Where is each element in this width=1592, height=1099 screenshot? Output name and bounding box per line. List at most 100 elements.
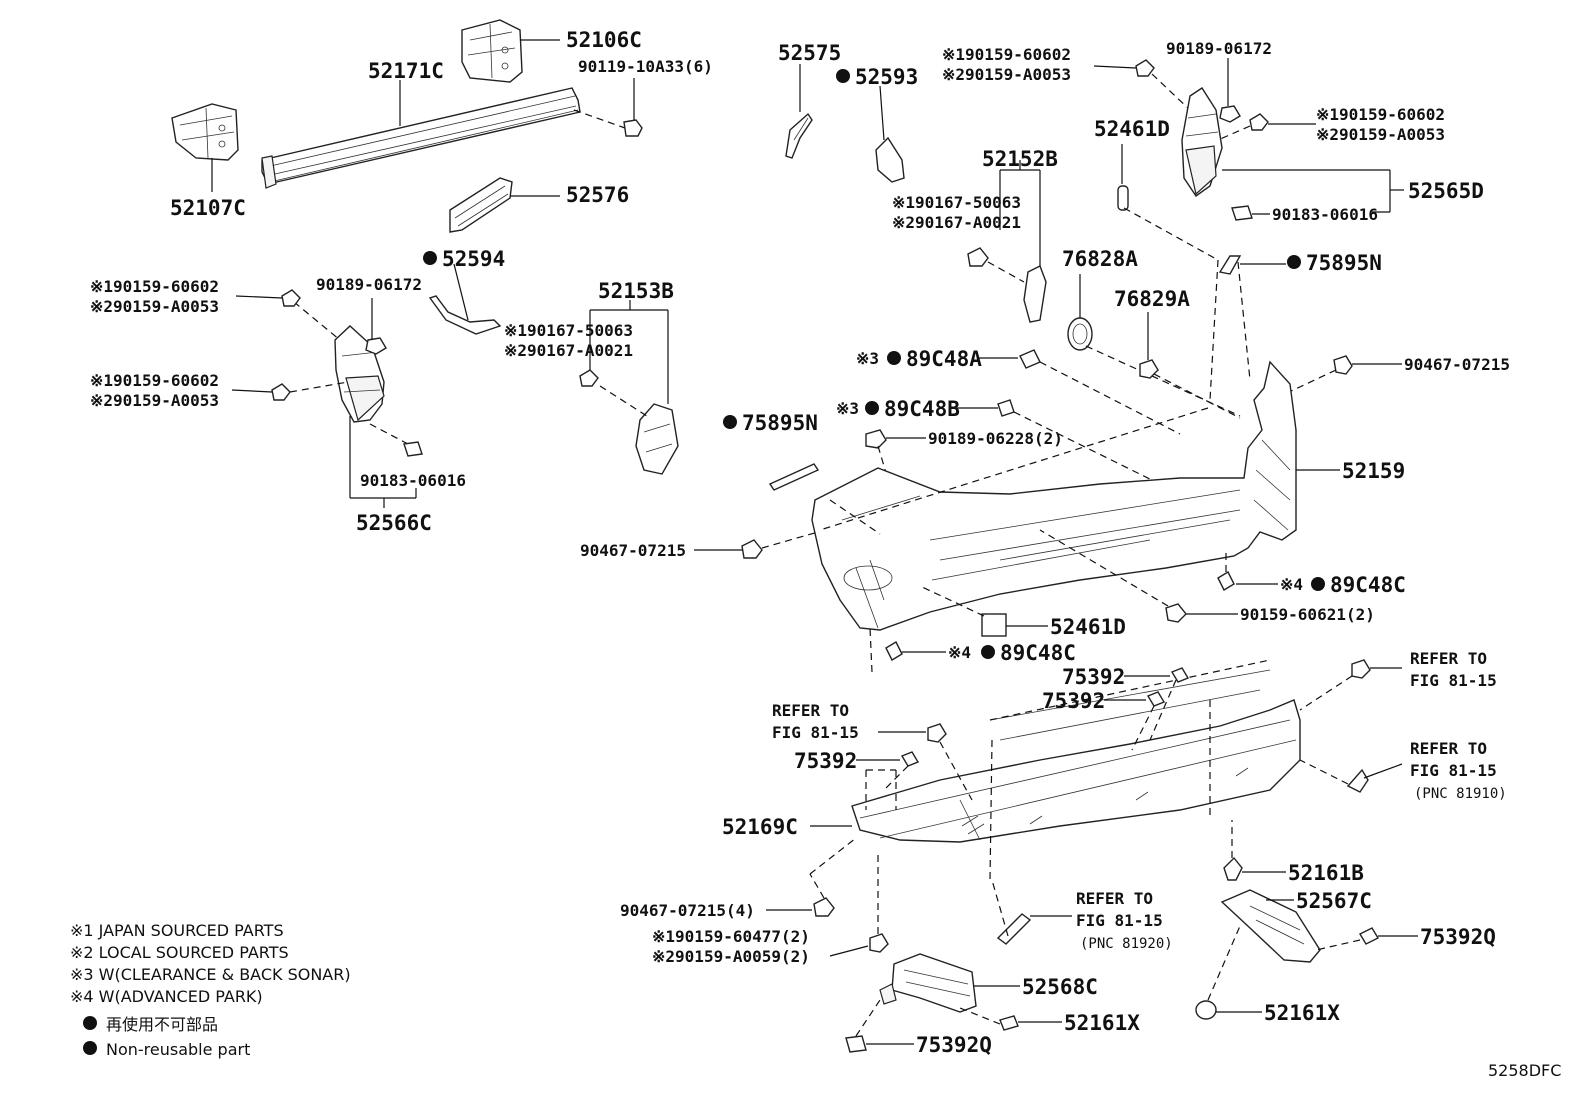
note-3: ※3 W(CLEARANCE & BACK SONAR) xyxy=(70,965,351,984)
label-89C48C-left: 89C48C xyxy=(1000,641,1076,665)
label-s152a: ※190167-50063 xyxy=(892,193,1021,212)
bolt-refer-1 xyxy=(878,723,973,801)
bolt-90119 xyxy=(573,78,643,137)
part-89C48C-right xyxy=(1217,548,1278,591)
refer-4-line2: FIG 81-15 xyxy=(1076,911,1163,930)
part-refer-4 xyxy=(991,879,1072,945)
part-52171C xyxy=(261,80,581,189)
part-52594 xyxy=(428,263,502,335)
part-76828A xyxy=(1067,274,1241,417)
label-52575: 52575 xyxy=(778,41,841,65)
label-rj2b: ※290159-A0053 xyxy=(1316,125,1445,144)
note-4: ※4 W(ADVANCED PARK) xyxy=(70,987,263,1006)
nut-90189-left xyxy=(365,298,387,355)
nonreusable-legend-dot-2 xyxy=(83,1041,97,1055)
label-90467-right: 90467-07215 xyxy=(1404,355,1510,374)
refer-1-line2: FIG 81-15 xyxy=(772,723,859,742)
part-52107C xyxy=(171,103,239,192)
part-52593 xyxy=(875,85,905,183)
refer-2-line1: REFER TO xyxy=(1410,649,1487,668)
label-90467-left: 90467-07215 xyxy=(580,541,686,560)
label-s152b: ※290167-A0021 xyxy=(892,213,1021,232)
legend-notes: ※1 JAPAN SOURCED PARTS ※2 LOCAL SOURCED … xyxy=(70,921,351,1059)
part-75392Q-right xyxy=(1315,927,1418,951)
label-75392-a: 75392 xyxy=(1062,665,1125,689)
label-52107C: 52107C xyxy=(170,196,246,220)
screw-right-mid xyxy=(1217,113,1316,141)
bolt-90159-60621 xyxy=(1039,529,1238,623)
part-52161X-right xyxy=(1195,925,1262,1020)
label-mark3a: ※3 xyxy=(856,349,879,368)
note-1: ※1 JAPAN SOURCED PARTS xyxy=(70,921,284,940)
label-52152B: 52152B xyxy=(982,147,1058,171)
part-52161X-left xyxy=(959,1007,1062,1031)
label-89C48C-right: 89C48C xyxy=(1330,573,1406,597)
refer-1-line1: REFER TO xyxy=(772,701,849,720)
part-89C48A xyxy=(978,349,1181,435)
part-52161B xyxy=(1223,820,1286,881)
note-6: Non-reusable part xyxy=(106,1040,250,1059)
label-90189-06228: 90189-06228(2) xyxy=(928,429,1063,448)
label-75392Q-right: 75392Q xyxy=(1420,925,1496,949)
part-52152B xyxy=(967,160,1047,323)
part-89C48B xyxy=(956,399,1161,485)
clip-90183-left xyxy=(403,441,423,457)
label-52568C: 52568C xyxy=(1022,975,1098,999)
label-52461D-top: 52461D xyxy=(1094,117,1170,141)
label-90183-left: 90183-06016 xyxy=(360,471,466,490)
part-52461D-top xyxy=(1117,144,1219,401)
label-lj1b: ※290159-A0053 xyxy=(90,297,219,316)
label-52593: 52593 xyxy=(855,65,918,89)
part-75392Q-left xyxy=(845,999,914,1053)
part-52461D-bottom xyxy=(919,585,1048,637)
label-90159-A0059: ※290159-A0059(2) xyxy=(652,947,810,966)
label-lj1a: ※190159-60602 xyxy=(90,277,219,296)
label-52567C: 52567C xyxy=(1296,889,1372,913)
label-mark4a: ※4 xyxy=(1280,575,1303,594)
label-rj2a: ※190159-60602 xyxy=(1316,105,1445,124)
label-90189-right: 90189-06172 xyxy=(1166,39,1272,58)
label-90467-4: 90467-07215(4) xyxy=(620,901,755,920)
label-89C48B: 89C48B xyxy=(884,397,960,421)
label-75392-b: 75392 xyxy=(1042,689,1105,713)
label-mark4b: ※4 xyxy=(948,643,971,662)
label-90189-left: 90189-06172 xyxy=(316,275,422,294)
part-52568C xyxy=(879,953,1020,1013)
label-52461D-bottom: 52461D xyxy=(1050,615,1126,639)
label-90159-60621: 90159-60621(2) xyxy=(1240,605,1375,624)
label-52106C: 52106C xyxy=(566,28,642,52)
part-52106C xyxy=(461,19,560,83)
nonreusable-dot-75895N-right xyxy=(1287,255,1301,269)
part-75392-b xyxy=(1104,691,1166,751)
label-75895N-right: 75895N xyxy=(1306,251,1382,275)
nonreusable-dot-52594 xyxy=(423,251,437,265)
part-75392-c xyxy=(856,751,920,791)
label-75392-c: 75392 xyxy=(794,749,857,773)
clip-90183-right xyxy=(1231,205,1270,221)
diagram-code: 5258DFC xyxy=(1488,1061,1561,1080)
part-52153B xyxy=(579,300,679,475)
refer-3-line1: REFER TO xyxy=(1410,739,1487,758)
part-75895N-left xyxy=(768,463,820,491)
part-52159-bumper-cover xyxy=(811,360,1340,631)
label-90183-right: 90183-06016 xyxy=(1272,205,1378,224)
refer-4-line3: (PNC 81920) xyxy=(1080,936,1173,952)
label-90159-60477: ※190159-60477(2) xyxy=(652,927,810,946)
label-75392Q-left: 75392Q xyxy=(916,1033,992,1057)
part-75392-a xyxy=(1124,667,1190,741)
label-52153B: 52153B xyxy=(598,279,674,303)
label-rj1a: ※190159-60602 xyxy=(942,45,1071,64)
label-52169C: 52169C xyxy=(722,815,798,839)
nonreusable-dot-52593 xyxy=(836,69,850,83)
refer-3-line3: (PNC 81910) xyxy=(1414,786,1507,802)
label-52594: 52594 xyxy=(442,247,505,271)
part-52565D-assembly xyxy=(1181,87,1404,213)
part-52575 xyxy=(785,64,813,159)
label-52161X-left: 52161X xyxy=(1064,1011,1140,1035)
label-s153b: ※290167-A0021 xyxy=(504,341,633,360)
bolt-refer-2 xyxy=(1299,659,1402,711)
part-refer-3 xyxy=(1299,759,1403,793)
label-52171C: 52171C xyxy=(368,59,444,83)
label-76829A: 76829A xyxy=(1114,287,1190,311)
nonreusable-dot-89C48B xyxy=(865,401,879,415)
